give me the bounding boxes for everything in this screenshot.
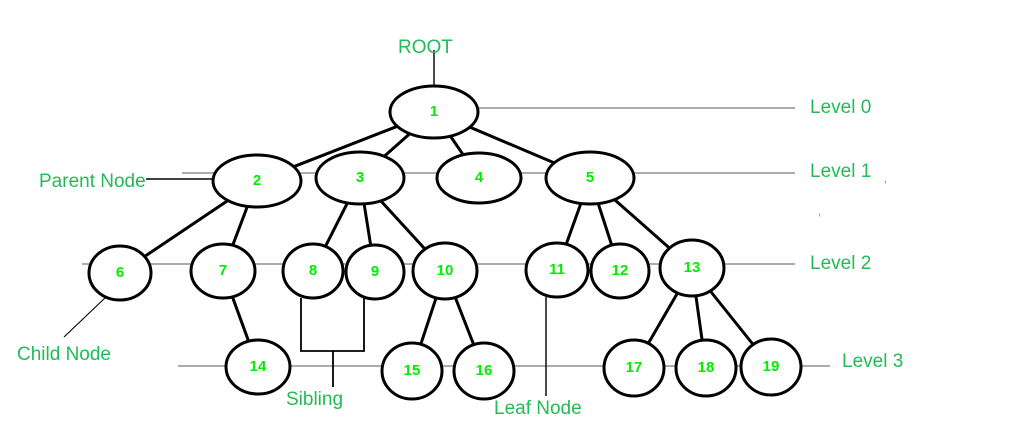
edge-2-to-7	[231, 205, 249, 246]
edge-3-to-9	[362, 203, 373, 246]
edge-1-to-4	[449, 135, 465, 156]
edge-10-to-16	[453, 296, 476, 346]
label-level-2: Level 2	[810, 253, 872, 274]
tree-node-3[interactable]: 3	[314, 150, 406, 206]
node-label-6: 6	[116, 264, 124, 281]
edge-5-to-13	[613, 198, 671, 250]
node-circle-18[interactable]	[674, 338, 738, 398]
node-label-8: 8	[309, 262, 317, 279]
edge-10-to-15	[419, 297, 438, 345]
node-label-9: 9	[371, 263, 379, 280]
annotation-root: ROOT	[398, 37, 453, 58]
edge-7-to-14	[230, 296, 251, 342]
tree-node-6[interactable]: 6	[87, 244, 153, 302]
tree-node-18[interactable]: 18	[674, 338, 738, 398]
node-label-4: 4	[475, 169, 484, 186]
node-label-16: 16	[476, 362, 493, 379]
child-node-leader-line	[63, 296, 107, 338]
edge-5-to-12	[596, 203, 614, 246]
tree-edge-group	[143, 124, 755, 346]
tree-node-2[interactable]: 2	[211, 153, 303, 209]
node-circle-13[interactable]	[658, 238, 726, 298]
node-label-3: 3	[356, 169, 364, 186]
node-circle-15[interactable]	[380, 341, 444, 401]
node-label-10: 10	[437, 262, 454, 279]
node-circle-17[interactable]	[602, 338, 666, 398]
tree-node-8[interactable]: 8	[281, 242, 345, 300]
tree-node-7[interactable]: 7	[189, 242, 257, 300]
node-label-5: 5	[586, 169, 594, 186]
node-label-19: 19	[763, 358, 780, 375]
edge-1-to-5	[469, 125, 555, 165]
node-label-2: 2	[253, 172, 261, 189]
node-label-7: 7	[219, 262, 227, 279]
node-label-17: 17	[626, 359, 643, 376]
node-label-15: 15	[404, 362, 421, 379]
node-circle-4[interactable]	[435, 151, 523, 205]
node-circle-7[interactable]	[189, 242, 257, 300]
node-label-18: 18	[698, 359, 715, 376]
sibling-bracket	[300, 297, 365, 352]
tree-node-17[interactable]: 17	[602, 338, 666, 398]
tree-node-4[interactable]: 4	[435, 151, 523, 205]
annotation-child-node: Child Node	[17, 344, 111, 365]
annotation-leader-group	[63, 50, 547, 396]
annotation-parent-node: Parent Node	[39, 171, 146, 192]
node-circle-11[interactable]	[524, 241, 590, 299]
node-circle-19[interactable]	[739, 337, 803, 397]
tree-node-15[interactable]: 15	[380, 341, 444, 401]
edge-2-to-6	[143, 199, 229, 258]
annotation-leaf-node: Leaf Node	[494, 398, 582, 419]
tree-node-1[interactable]: 1	[388, 84, 480, 140]
tree-node-12[interactable]: 12	[589, 242, 651, 300]
stray-mark-2: ,	[818, 206, 822, 218]
node-circle-14[interactable]	[224, 338, 292, 396]
tree-node-10[interactable]: 10	[411, 241, 479, 301]
edge-13-to-17	[647, 292, 679, 345]
tree-node-19[interactable]: 19	[739, 337, 803, 397]
tree-node-5[interactable]: 5	[544, 150, 636, 206]
node-label-11: 11	[549, 261, 565, 278]
edge-3-to-8	[324, 202, 349, 248]
node-circle-12[interactable]	[589, 242, 651, 300]
node-circle-2[interactable]	[211, 153, 303, 209]
tree-node-13[interactable]: 13	[658, 238, 726, 298]
edge-3-to-10	[379, 199, 427, 251]
edge-13-to-19	[709, 290, 755, 346]
stray-mark-1: ,	[884, 173, 888, 185]
tree-node-11[interactable]: 11	[524, 241, 590, 299]
node-circle-9[interactable]	[344, 243, 406, 301]
node-label-13: 13	[684, 259, 701, 276]
annotation-sibling: Sibling	[286, 389, 344, 410]
edge-13-to-18	[694, 295, 704, 341]
node-label-12: 12	[612, 262, 629, 279]
label-level-1: Level 1	[810, 161, 872, 182]
node-label-1: 1	[430, 103, 438, 120]
node-circle-16[interactable]	[452, 341, 516, 401]
label-level-3: Level 3	[842, 351, 904, 372]
edge-1-to-3	[383, 132, 411, 158]
node-circle-1[interactable]	[388, 84, 480, 140]
tree-node-16[interactable]: 16	[452, 341, 516, 401]
tree-node-14[interactable]: 14	[224, 338, 292, 396]
node-circle-3[interactable]	[314, 150, 406, 206]
label-level-0: Level 0	[810, 97, 872, 118]
tree-node-9[interactable]: 9	[344, 243, 406, 301]
node-circle-5[interactable]	[544, 150, 636, 206]
node-label-14: 14	[250, 358, 267, 375]
edge-1-to-2	[293, 124, 398, 169]
node-circle-6[interactable]	[87, 244, 153, 302]
edge-5-to-11	[564, 202, 583, 245]
node-circle-10[interactable]	[411, 241, 479, 301]
node-circle-8[interactable]	[281, 242, 345, 300]
